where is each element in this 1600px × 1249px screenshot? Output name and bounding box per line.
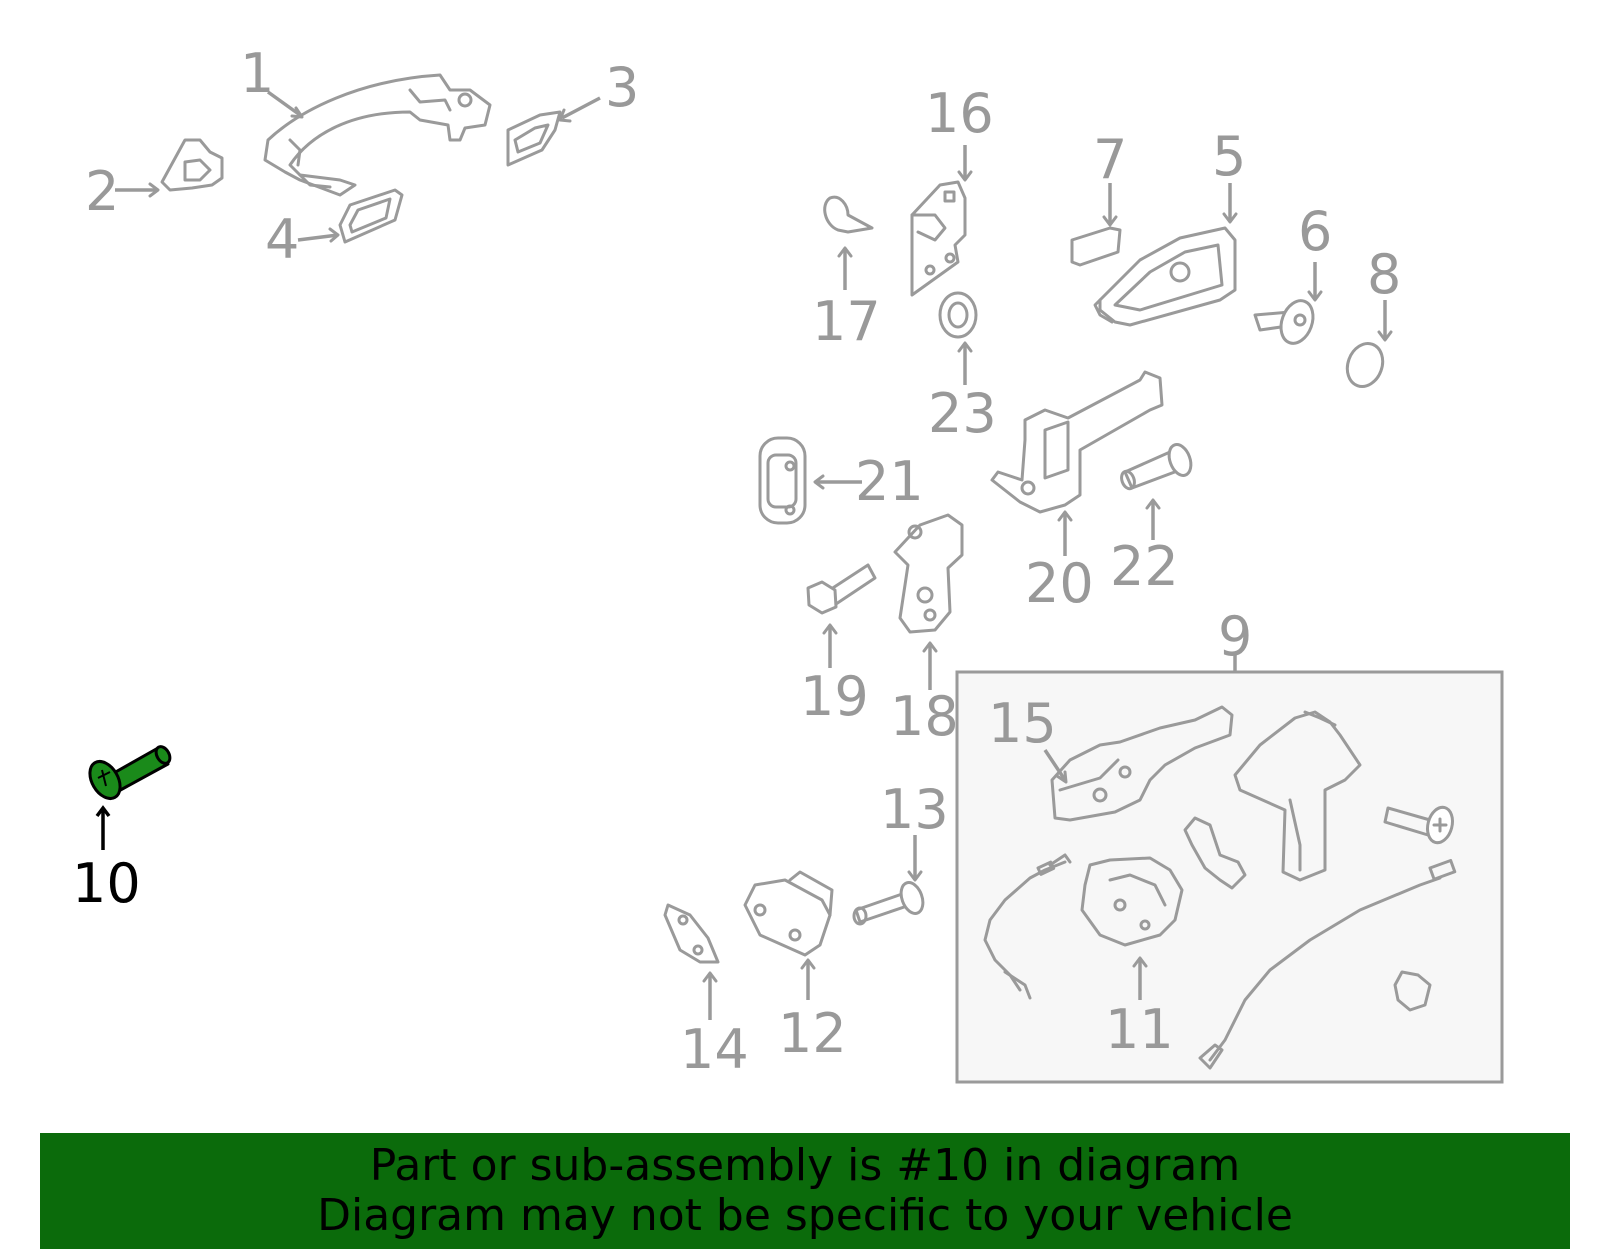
part-15-lever-assembly[interactable] (1050, 705, 1234, 822)
part-6-screw[interactable] (1253, 296, 1319, 348)
callout-20: 20 (1025, 552, 1094, 615)
banner-line-disclaimer: Diagram may not be specific to your vehi… (317, 1190, 1293, 1241)
assembly-box-9[interactable] (955, 670, 1504, 1084)
part-20-door-check[interactable] (990, 370, 1164, 514)
part-1-outside-handle[interactable] (263, 73, 492, 197)
callout-12: 12 (778, 1002, 847, 1065)
part-21-plate[interactable] (758, 436, 807, 525)
latch-bracket[interactable] (1233, 710, 1362, 882)
part-18-hinge[interactable] (893, 513, 964, 634)
callout-21: 21 (855, 450, 924, 513)
callout-23: 23 (928, 382, 997, 445)
part-8-o-ring[interactable] (1342, 339, 1389, 392)
callout-2: 2 (85, 160, 119, 223)
callout-14: 14 (680, 1018, 749, 1081)
part-10-screw-highlighted[interactable] (84, 744, 173, 804)
callout-4: 4 (265, 208, 299, 271)
part-2-cap[interactable] (160, 138, 224, 192)
part-23-nut[interactable] (938, 291, 978, 339)
part-12-striker[interactable] (743, 870, 834, 957)
callout-7: 7 (1093, 128, 1127, 191)
cable-left[interactable] (983, 853, 1072, 1000)
callout-9: 9 (1218, 605, 1252, 668)
part-5-inside-handle[interactable] (1093, 226, 1237, 327)
callout-17: 17 (812, 290, 881, 353)
callout-1: 1 (240, 42, 274, 105)
parts-diagram: 1 2 3 4 5 6 7 8 9 10 11 12 13 14 15 16 1… (72, 42, 1504, 1084)
callout-6: 6 (1298, 200, 1332, 263)
callout-22: 22 (1110, 535, 1179, 598)
box-screw[interactable] (1383, 805, 1456, 846)
callout-5: 5 (1212, 125, 1246, 188)
part-13-bolt[interactable] (852, 880, 927, 926)
part-17-clip[interactable] (823, 195, 874, 234)
leader-lines (95, 90, 1393, 1020)
banner-line-part: Part or sub-assembly is #10 in diagram (369, 1140, 1241, 1191)
part-16-bracket[interactable] (910, 180, 967, 297)
callout-labels: 1 2 3 4 5 6 7 8 9 10 11 12 13 14 15 16 1… (72, 42, 1401, 1081)
callout-3: 3 (605, 56, 639, 119)
callout-18: 18 (890, 685, 959, 748)
callout-8: 8 (1367, 243, 1401, 306)
part-22-pin[interactable] (1119, 442, 1195, 491)
cable-right[interactable] (1198, 858, 1457, 1070)
grommet-part[interactable] (1183, 816, 1247, 890)
callout-11: 11 (1105, 998, 1174, 1061)
part-4-gasket[interactable] (338, 188, 404, 244)
part-3-gasket[interactable] (506, 110, 562, 167)
callout-16: 16 (925, 82, 994, 145)
part-7-pad[interactable] (1070, 226, 1122, 267)
clip-small[interactable] (1393, 970, 1432, 1012)
part-14-gasket[interactable] (663, 903, 720, 964)
part-19-bolt[interactable] (806, 563, 877, 615)
callout-15: 15 (988, 692, 1057, 755)
info-banner: Part or sub-assembly is #10 in diagram D… (40, 1133, 1570, 1249)
callout-19: 19 (800, 665, 869, 728)
part-11-latch[interactable] (1080, 856, 1184, 947)
callout-13: 13 (880, 778, 949, 841)
callout-10: 10 (72, 852, 141, 915)
